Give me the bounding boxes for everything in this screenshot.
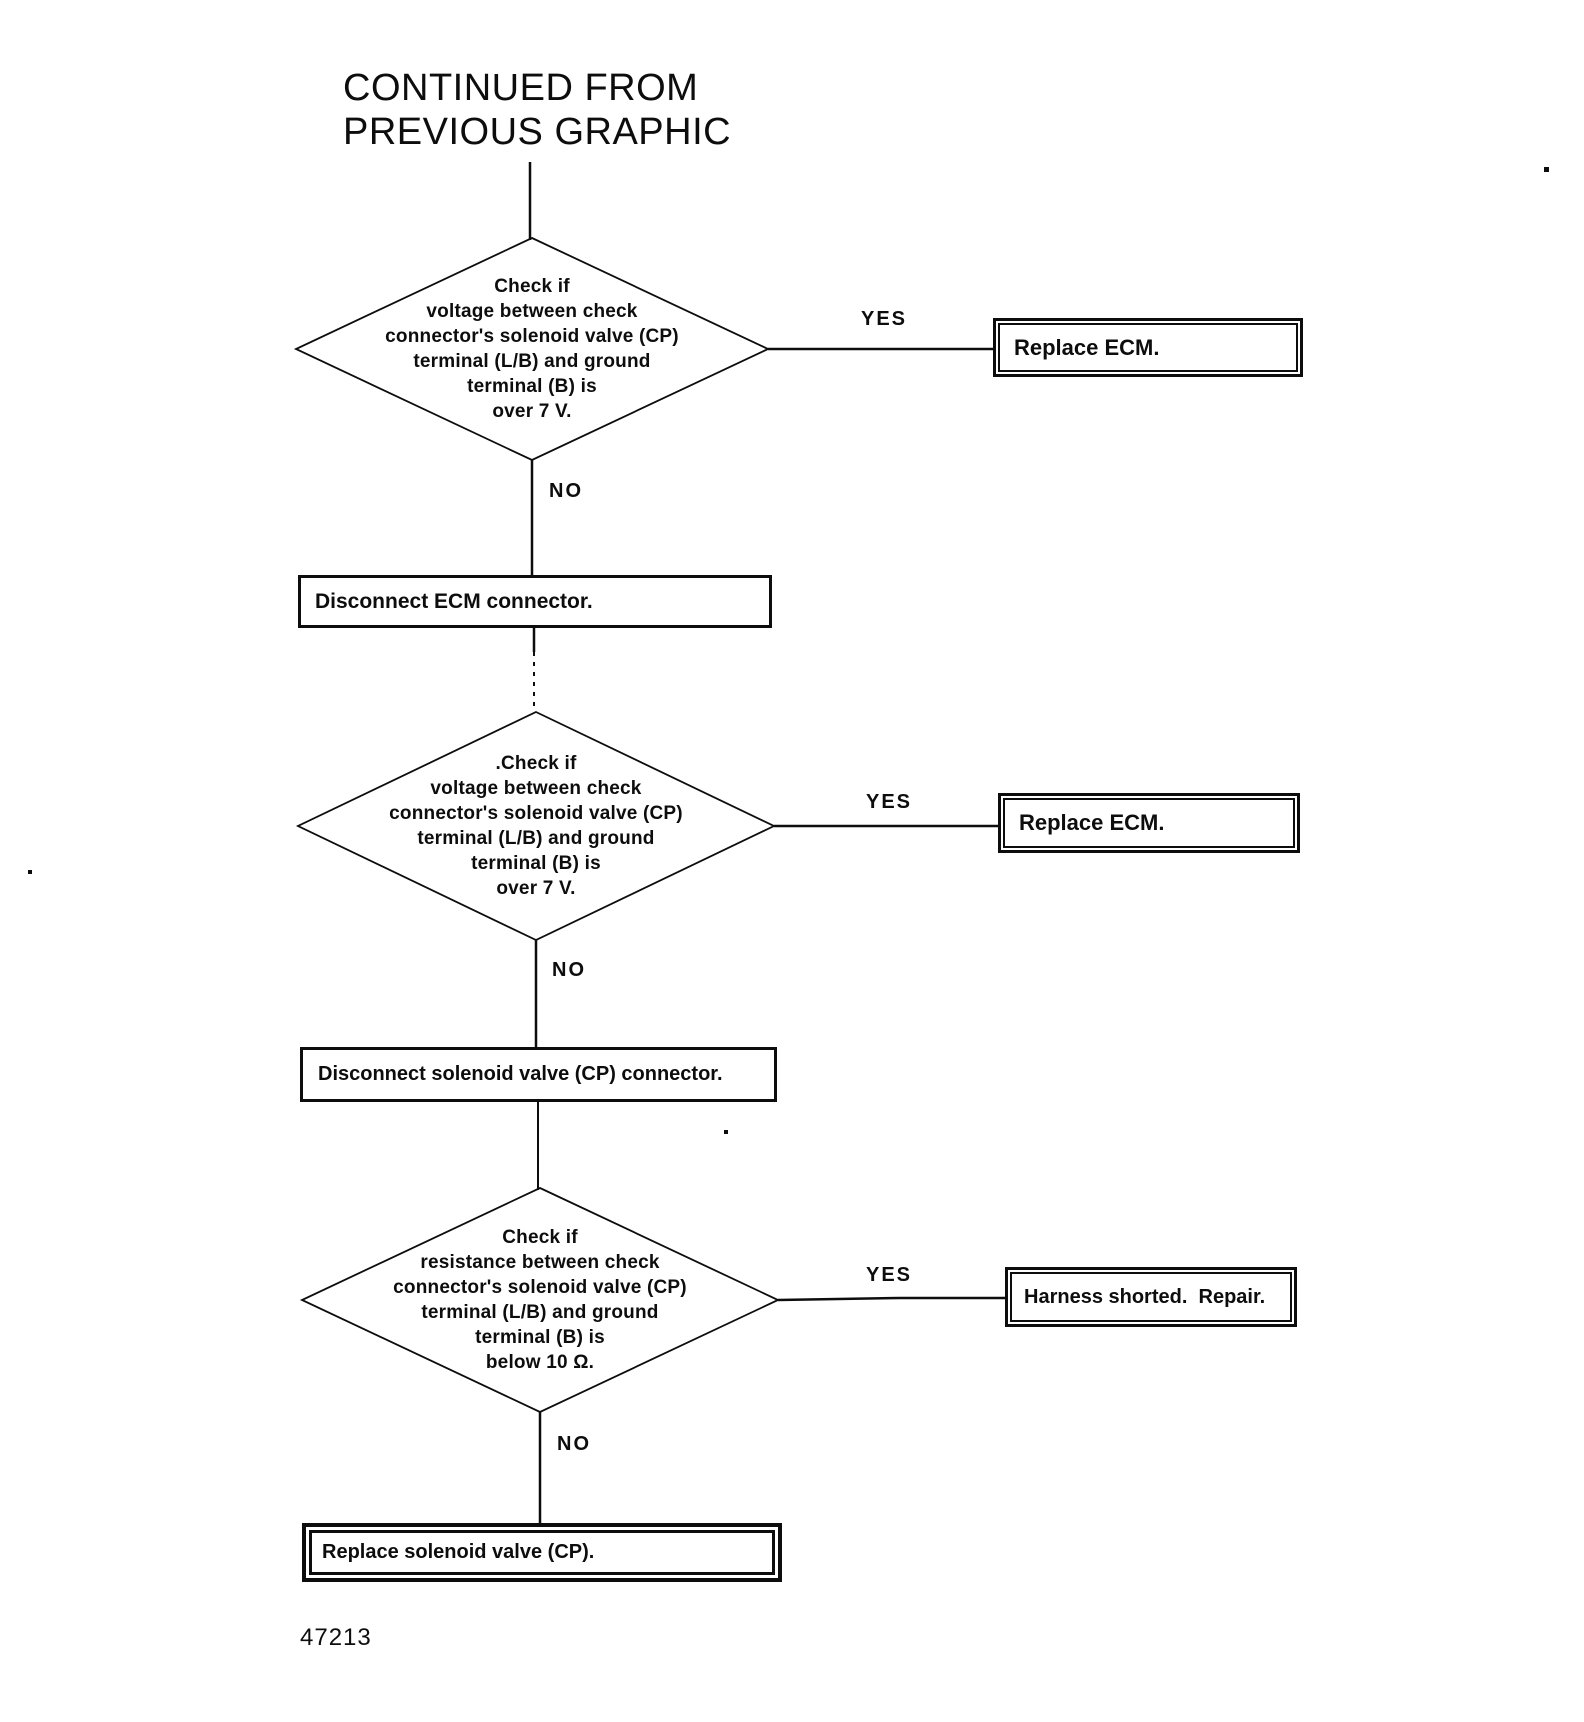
result-2-text: Replace ECM. <box>1003 798 1295 848</box>
result-1-text: Replace ECM. <box>998 323 1298 372</box>
process-2-text: Disconnect solenoid valve (CP) connector… <box>318 1063 723 1085</box>
process-1-text: Disconnect ECM connector. <box>315 589 593 613</box>
yes-label-3: YES <box>866 1264 913 1286</box>
result-box-3: Harness shorted. Repair. <box>1005 1267 1297 1327</box>
no-label-2: NO <box>552 959 586 981</box>
figure-number: 47213 <box>300 1624 372 1651</box>
process-box-3: Replace solenoid valve (CP). <box>302 1523 782 1582</box>
decision-3-text: Check if resistance between check connec… <box>393 1227 687 1373</box>
no-label-1: NO <box>549 480 583 502</box>
decision-1-text: Check if voltage between check connector… <box>385 276 679 422</box>
process-box-1: Disconnect ECM connector. <box>298 575 772 628</box>
decision-2-text: .Check if voltage between check connecto… <box>389 753 683 899</box>
yes-label-1: YES <box>861 308 908 330</box>
result-box-2: Replace ECM. <box>998 793 1300 853</box>
page-title: CONTINUED FROM PREVIOUS GRAPHIC <box>343 67 732 153</box>
scan-speck <box>28 870 32 874</box>
result-3-text: Harness shorted. Repair. <box>1010 1272 1292 1322</box>
process-3-text: Replace solenoid valve (CP). <box>309 1530 775 1575</box>
result-box-1: Replace ECM. <box>993 318 1303 377</box>
process-box-2: Disconnect solenoid valve (CP) connector… <box>300 1047 777 1102</box>
no-label-3: NO <box>557 1433 591 1455</box>
scan-speck <box>1544 167 1549 172</box>
yes-label-2: YES <box>866 791 913 813</box>
connector-yes-3 <box>777 1296 1007 1302</box>
scan-speck <box>724 1130 728 1134</box>
